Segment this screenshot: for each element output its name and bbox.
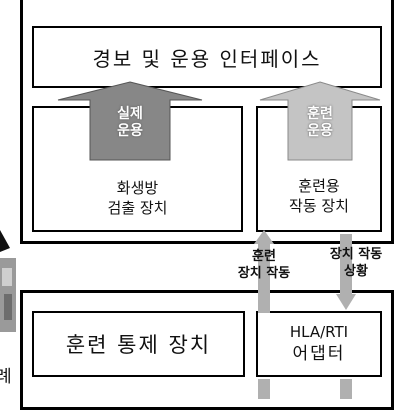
training-operation-line1: 훈련: [307, 106, 333, 122]
real-operation-arrow: [57, 81, 203, 161]
connector-right-head-down: [336, 294, 356, 310]
training-actuator-label: 훈련용 작동 장치: [258, 176, 380, 216]
training-operation-line2: 운용: [307, 123, 333, 139]
real-operation-arrow-shape: [57, 81, 203, 161]
cbrn-detector-line2: 검출 장치: [107, 199, 168, 217]
training-control-box: 훈련 통제 장치: [32, 311, 245, 377]
adapter-line2: 어댑터: [292, 344, 346, 364]
cropped-photo-shadow: [4, 294, 12, 320]
adapter-line1: HLA/RTI: [289, 323, 349, 341]
connector-left-bar-lower: [258, 379, 270, 399]
link-label-left-line2: 장치 작동: [237, 266, 291, 281]
real-operation-arrow-label: 실제 운용: [90, 106, 170, 140]
real-operation-line1: 실제: [117, 106, 143, 122]
connector-lines: [254, 230, 356, 399]
cbrn-detector-line1: 화생방: [116, 179, 159, 197]
hla-rti-adapter-box: HLA/RTI 어댑터: [256, 311, 382, 377]
connector-left-head-up: [254, 230, 274, 244]
cropped-left-image-fragment: [0, 230, 16, 332]
training-actuator-line1: 훈련용: [298, 177, 340, 195]
training-operation-arrow-label: 훈련 운용: [280, 106, 360, 140]
training-operation-arrow-shape: [259, 81, 381, 161]
connector-right-bar-lower: [340, 379, 352, 399]
cropped-arrow-tip: [0, 230, 10, 252]
connector-right-bar: [340, 234, 352, 296]
training-operation-arrow: [259, 81, 381, 161]
link-label-left-line1: 훈련: [252, 249, 276, 264]
left-edge-fragment-text: 례: [0, 367, 12, 387]
link-label-training-actuation: 훈련 장치 작동: [226, 248, 302, 282]
connector-left-bar: [258, 242, 270, 313]
training-actuator-line2: 작동 장치: [289, 197, 349, 215]
cbrn-detector-label: 화생방 검출 장치: [34, 178, 241, 218]
real-operation-line2: 운용: [117, 123, 143, 139]
link-label-right-line2: 상황: [344, 264, 368, 279]
link-label-actuation-status: 장치 작동 상황: [316, 246, 396, 280]
training-control-title: 훈련 통제 장치: [65, 333, 212, 357]
link-label-right-line1: 장치 작동: [329, 247, 383, 262]
alarm-operation-interface-title: 경보 및 운용 인터페이스: [92, 46, 322, 71]
cropped-photo-highlight: [2, 268, 12, 286]
alarm-operation-interface-box: 경보 및 운용 인터페이스: [32, 26, 382, 88]
